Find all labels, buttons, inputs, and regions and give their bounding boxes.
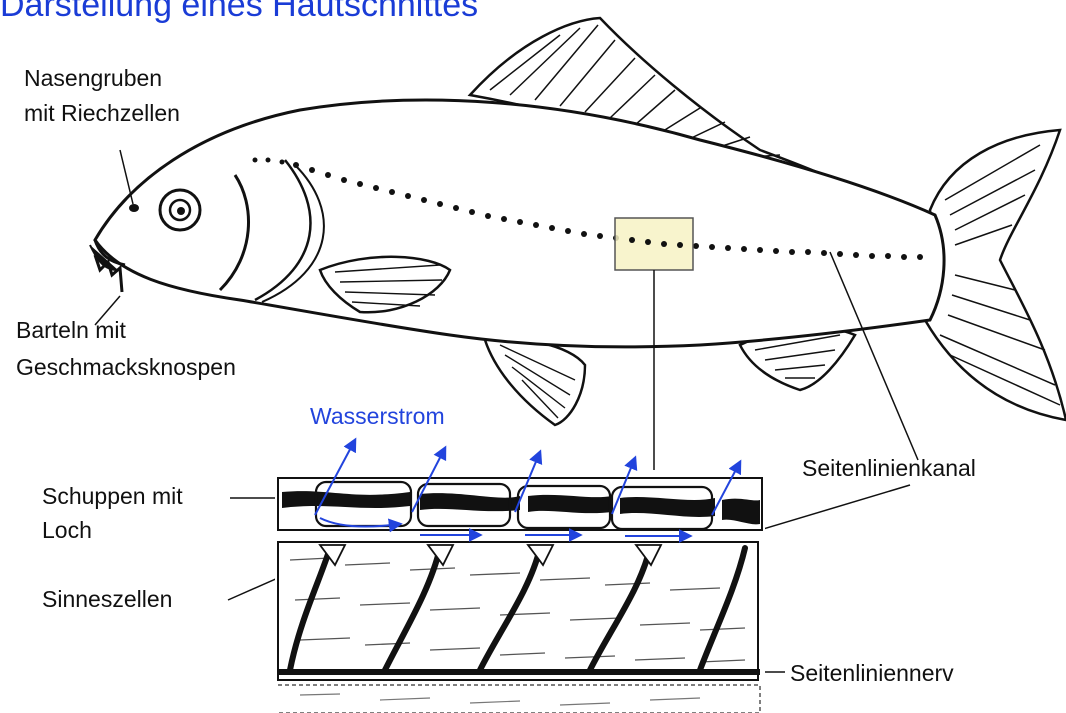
label-sinneszellen: Sinneszellen — [42, 583, 172, 616]
skin-cross-section — [275, 440, 765, 713]
label-nasengruben-line1: Nasengruben — [24, 62, 162, 95]
label-seitenliniennerv: Seitenliniennerv — [790, 657, 954, 690]
tail-fin — [925, 130, 1066, 420]
label-schuppen-line1: Schuppen mit — [42, 480, 183, 513]
label-seitenlinienkanal: Seitenlinienkanal — [802, 452, 976, 485]
label-wasserstrom: Wasserstrom — [310, 400, 445, 433]
label-barteln-line1: Barteln mit — [16, 314, 126, 347]
label-schuppen-line2: Loch — [42, 514, 92, 547]
label-barteln-line2: Geschmacksknospen — [16, 351, 236, 384]
label-nasengruben-line2: mit Riechzellen — [24, 97, 180, 130]
pelvic-fin — [485, 339, 585, 425]
